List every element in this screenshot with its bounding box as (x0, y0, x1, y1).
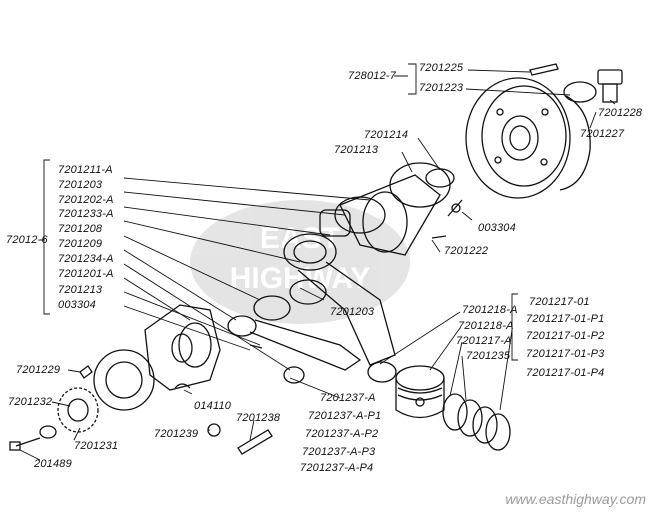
label-7201239: 7201239 (154, 428, 199, 440)
label-7201225: 7201225 (419, 62, 464, 74)
label-7201231: 7201231 (74, 440, 119, 452)
left-group-item: 7201208 (58, 223, 103, 235)
piston-rings (442, 393, 511, 451)
left-group-item: 7201209 (58, 238, 103, 250)
bottom-group-item: 7201237-A-P3 (302, 446, 376, 458)
right-group-item: 7201217-01-P4 (526, 367, 605, 379)
label-7201229: 7201229 (16, 364, 61, 376)
label-7201217-a: 7201217-A (456, 335, 512, 347)
right-group-item: 7201217-01 (529, 296, 590, 308)
connecting-rod-part (227, 233, 396, 384)
left-group-item: 7201201-A (58, 268, 114, 280)
piston-pin-part (237, 429, 273, 455)
label-014110: 014110 (194, 400, 232, 412)
left-group-item: 7201211-A (58, 164, 113, 176)
label-7201214: 7201214 (364, 129, 409, 141)
label-7201232: 7201232 (8, 396, 53, 408)
bottom-group-item: 7201237-A-P2 (305, 428, 379, 440)
label-7201213-top: 7201213 (334, 144, 379, 156)
label-72012-6: 72012-6 (6, 234, 48, 246)
label-7201222: 7201222 (444, 245, 489, 257)
label-7201227: 7201227 (580, 128, 625, 140)
label-7201223: 7201223 (419, 82, 464, 94)
leader-lines (19, 63, 616, 461)
bottom-group-item: 7201237-A (320, 392, 376, 404)
crank-web-part (144, 304, 263, 391)
screw-part (431, 199, 463, 239)
label-003304-right: 003304 (478, 222, 516, 234)
label-7201218-a-2: 7201218-A (458, 320, 514, 332)
label-201489: 201489 (34, 458, 72, 470)
label-7201218-a-1: 7201218-A (462, 304, 518, 316)
bottom-group-item: 7201237-A-P1 (308, 410, 382, 422)
label-728012-7: 728012-7 (348, 70, 397, 82)
right-group-item: 7201217-01-P3 (526, 348, 605, 360)
svg-text:HIGHWAY: HIGHWAY (230, 262, 371, 295)
left-group-item: 7201203 (58, 179, 103, 191)
left-group-item: 7201234-A (58, 253, 114, 265)
flywheel-part (465, 77, 597, 199)
left-group-item: 7201202-A (58, 194, 114, 206)
bottom-group-item: 7201237-A-P4 (300, 462, 374, 474)
clip-part (174, 383, 191, 389)
left-group-item: 7201233-A (58, 208, 114, 220)
pin-part (529, 63, 559, 76)
label-7201203-mid: 7201203 (330, 306, 375, 318)
piston-part (367, 361, 445, 419)
right-group-item: 7201217-01-P1 (526, 313, 605, 325)
bolt-part (597, 69, 623, 103)
watermark-url: www.easthighway.com (505, 491, 646, 507)
label-7201228: 7201228 (598, 107, 643, 119)
label-7201238: 7201238 (236, 412, 281, 424)
label-7201235: 7201235 (466, 350, 511, 362)
ring-part (425, 168, 455, 188)
right-group-item: 7201217-01-P2 (526, 330, 605, 342)
left-group-item: 7201213 (58, 284, 103, 296)
left-group-item: 003304 (58, 299, 96, 311)
